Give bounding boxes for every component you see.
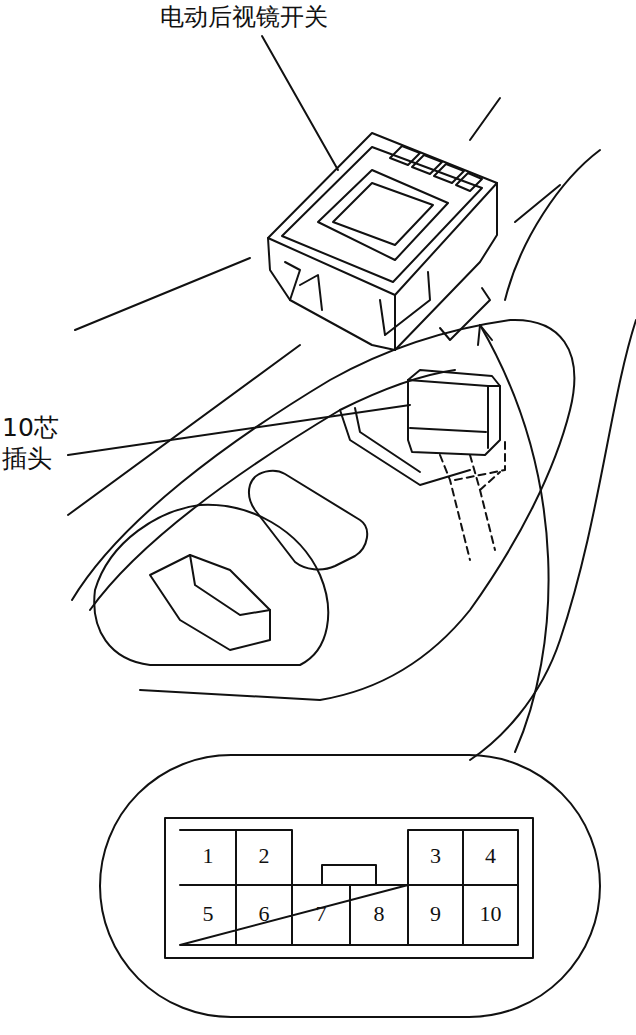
mirror-knob [318,170,448,260]
pin-number: 6 [236,900,292,928]
pin-number: 10 [463,900,518,928]
mirror-switch-top-inner [282,147,482,282]
mirror-switch-clip [380,272,430,335]
callout-leader [480,325,549,752]
mirror-switch-tab [440,288,490,340]
trim-line [515,185,560,222]
pin-number: 8 [350,900,408,928]
pin-number: 3 [408,842,463,870]
spacer [80,700,620,701]
trim-line [505,150,600,300]
armrest-outline [72,320,574,700]
pin-number: 7 [292,900,350,928]
trim-line [470,98,500,140]
connector-plug-edge [410,428,486,432]
mirror-switch-side [268,238,395,350]
pin-number: 5 [180,900,236,928]
mirror-switch-top [268,133,497,295]
connector-plug-edge [408,380,500,448]
mirror-switch-side [395,183,497,350]
trim-line [75,258,250,330]
callout-oval [100,755,600,1017]
pin-number: 4 [463,842,518,870]
part-name: 10芯 插头 [2,412,64,475]
armrest-pocket [94,505,328,665]
connector-face [165,818,533,958]
latch-tab [322,865,376,885]
mirror-switch-clip [300,275,322,310]
mirror-switch-clip [285,262,300,300]
connector-wires [440,440,505,560]
pin-number: 2 [236,842,292,870]
leader-line [262,36,338,170]
pin-number: 9 [408,900,463,928]
pin-number: 1 [180,842,236,870]
switch-recess [355,408,420,472]
callout-arrowhead [478,325,492,345]
mirror-knob-inner [333,183,433,245]
selector-button [456,173,482,191]
window-switch [150,555,270,650]
window-switch [190,555,270,615]
leader-line [68,405,410,455]
connector-plug [408,370,500,455]
switch-recess [340,410,470,485]
pin-grid [180,830,518,945]
trim-line [68,345,300,515]
part-name: 电动后视镜开关 [160,2,390,32]
